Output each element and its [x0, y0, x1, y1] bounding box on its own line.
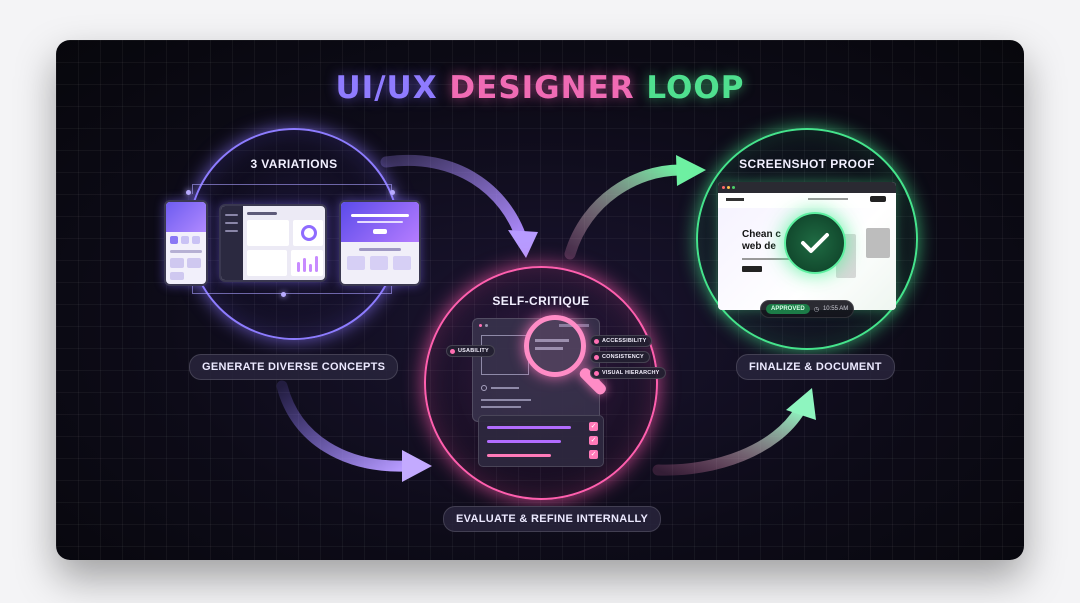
arrow-head-3: [402, 450, 432, 482]
dashboard-variation-mock: [219, 204, 327, 282]
approval-time: 10:55 AM: [822, 306, 849, 312]
hero-line-1: Chean c: [742, 229, 781, 240]
browser-toolbar: [718, 182, 896, 193]
critique-label: SELF-CRITIQUE: [492, 294, 590, 308]
tag-label: CONSISTENCY: [602, 354, 644, 360]
bracket-dot: [186, 190, 191, 195]
tag-dot: [594, 370, 599, 376]
clock-icon: ◷: [813, 306, 819, 313]
checkmark-icon: [801, 233, 829, 253]
checkmark-icon: ✓: [589, 450, 598, 459]
website-variation-mock: [339, 200, 421, 286]
arrow-head-2: [676, 155, 706, 186]
approved-badge: APPROVED: [766, 304, 810, 314]
proof-label: SCREENSHOT PROOF: [739, 157, 875, 171]
tag-dot: [594, 338, 599, 344]
approved-check-badge: [784, 212, 846, 274]
bracket-dot: [390, 190, 395, 195]
title-part-1: UI/UX: [335, 70, 450, 106]
variations-bottom-bracket: [192, 284, 392, 294]
tag-dot: [594, 354, 599, 360]
critique-checklist-card: ✓ ✓ ✓: [478, 415, 604, 467]
critique-caption: EVALUATE & REFINE INTERNALLY: [443, 506, 662, 532]
bracket-dot: [281, 292, 286, 297]
tag-consistency: CONSISTENCY: [590, 351, 650, 363]
title-part-3: LOOP: [646, 70, 745, 106]
proof-caption: FINALIZE & DOCUMENT: [736, 354, 895, 380]
mobile-variation-mock: [164, 200, 208, 286]
tag-usability: USABILITY: [446, 345, 495, 357]
variations-top-bracket: [192, 184, 392, 194]
tag-dot: [450, 348, 455, 354]
tag-accessibility: ACCESSIBILITY: [590, 335, 653, 347]
arrow-head-4: [786, 388, 816, 420]
arrow-head-1: [508, 230, 538, 258]
arrow-variations-to-critique: [380, 155, 528, 246]
approval-status-bar: APPROVED ◷ 10:55 AM: [760, 300, 855, 318]
magnifier-icon: [524, 315, 586, 377]
tag-visual-hierarchy: VISUAL HIERARCHY: [590, 367, 666, 379]
tag-label: ACCESSIBILITY: [602, 338, 647, 344]
loop-diagram-panel: UI/UX DESIGNER LOOP: [56, 40, 1024, 560]
checkmark-icon: ✓: [589, 422, 598, 431]
variations-label: 3 VARIATIONS: [250, 157, 338, 171]
tag-label: VISUAL HIERARCHY: [602, 370, 660, 376]
arrow-critique-to-proof: [564, 164, 686, 260]
variations-caption: GENERATE DIVERSE CONCEPTS: [189, 354, 399, 380]
title-part-2: DESIGNER: [449, 70, 647, 106]
flow-arrows: [276, 155, 816, 482]
arrow-lower-right: [652, 404, 806, 476]
checkmark-icon: ✓: [589, 436, 598, 445]
hero-line-2: web de: [742, 241, 776, 252]
tag-label: USABILITY: [458, 348, 489, 354]
arrow-lower-left: [276, 380, 412, 472]
diagram-title: UI/UX DESIGNER LOOP: [56, 70, 1024, 106]
